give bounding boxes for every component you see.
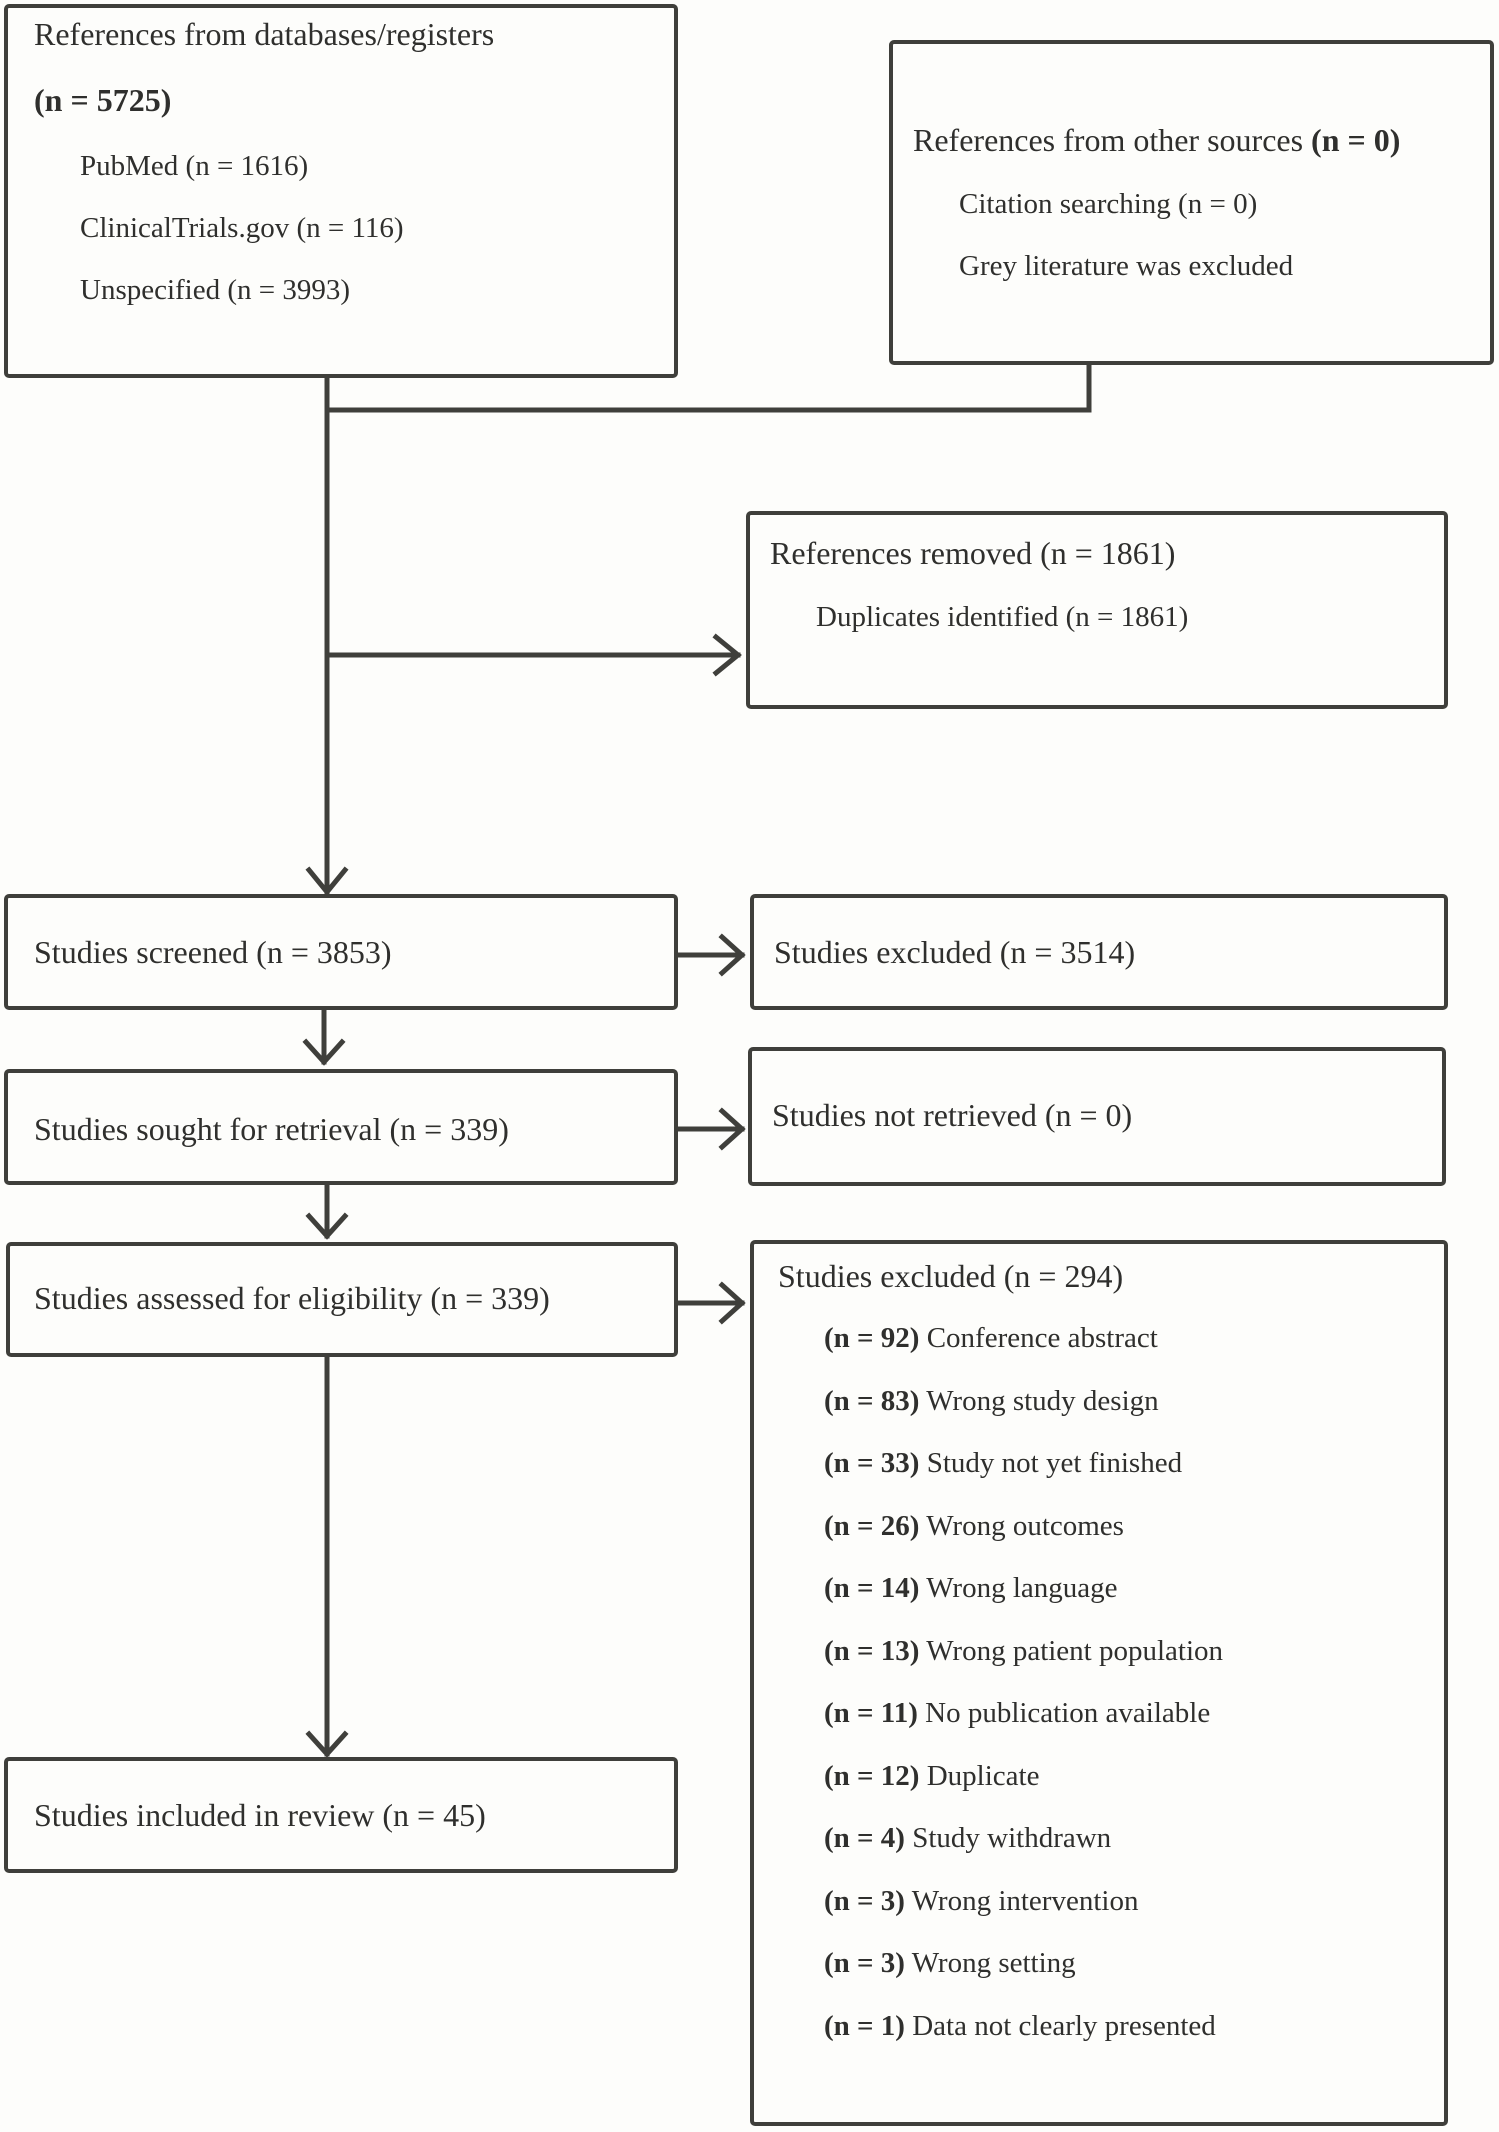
exclusion-reason: (n = 12) Duplicate (824, 1758, 1039, 1794)
exclusion-reason-text: No publication available (925, 1697, 1211, 1729)
arrowhead-assessed (305, 1212, 349, 1240)
exclusion-reason-text: Data not clearly presented (912, 2009, 1216, 2042)
exclusion-reason: (n = 3) Wrong intervention (824, 1883, 1138, 1919)
exclusion-reason-count: (n = 11) (824, 1697, 918, 1729)
exclusion-reason-text: Study not yet finished (926, 1447, 1183, 1479)
exclusion-reason-count: (n = 92) (824, 1322, 920, 1354)
exclusion-reason-count: (n = 1) (824, 2009, 905, 2042)
other-sources-count: (n = 0) (1311, 122, 1401, 158)
exclusion-reason-count: (n = 26) (824, 1509, 920, 1542)
source-pubmed: PubMed (n = 1616) (80, 150, 309, 182)
studies-included-label: Studies included in review (n = 45) (34, 1797, 486, 1833)
exclusion-reason-count: (n = 3) (824, 1884, 905, 1917)
grey-literature-note: Grey literature was excluded (959, 250, 1294, 282)
exclusion-reason-text: Duplicate (926, 1759, 1040, 1792)
studies-included-box: Studies included in review (n = 45) (4, 1757, 678, 1873)
exclusion-reason-text: Conference abstract (926, 1322, 1158, 1354)
connector-other-sources-merge (324, 362, 1092, 413)
arrowhead-included (305, 1730, 349, 1758)
citation-searching: Citation searching (n = 0) (959, 188, 1258, 220)
exclusion-reason-text: Wrong setting (911, 1947, 1076, 1979)
exclusion-reason-text: Wrong patient population (926, 1634, 1224, 1667)
exclusion-reason: (n = 4) Study withdrawn (824, 1820, 1111, 1856)
studies-assessed-label: Studies assessed for eligibility (n = 33… (34, 1280, 550, 1316)
exclusion-reason: (n = 83) Wrong study design (824, 1383, 1159, 1419)
exclusion-reason: (n = 92) Conference abstract (824, 1320, 1158, 1356)
studies-screened-label: Studies screened (n = 3853) (34, 934, 392, 970)
exclusion-reason-text: Study withdrawn (912, 1822, 1112, 1854)
exclusion-reason: (n = 13) Wrong patient population (824, 1633, 1223, 1669)
exclusion-reason-text: Wrong outcomes (926, 1509, 1124, 1542)
other-sources-box: References from other sources (n = 0) Ci… (889, 40, 1494, 365)
arrowhead-excluded-eligibility (718, 1281, 746, 1325)
studies-excluded-box: Studies excluded (n = 3514) (750, 894, 1448, 1010)
other-sources-heading: References from other sources (n = 0) (913, 122, 1400, 158)
exclusion-reason-count: (n = 14) (824, 1572, 920, 1604)
exclusion-reason-count: (n = 12) (824, 1759, 920, 1792)
exclusion-reason-count: (n = 4) (824, 1822, 905, 1854)
arrowhead-not-retrieved (718, 1107, 746, 1151)
excluded-eligibility-title: Studies excluded (n = 294) (778, 1258, 1124, 1294)
studies-sought-box: Studies sought for retrieval (n = 339) (4, 1069, 678, 1185)
exclusion-reason-count: (n = 3) (824, 1947, 905, 1979)
studies-not-retrieved-box: Studies not retrieved (n = 0) (748, 1047, 1446, 1186)
studies-not-retrieved-label: Studies not retrieved (n = 0) (772, 1097, 1133, 1133)
arrowhead-screened (305, 866, 349, 896)
source-unspecified: Unspecified (n = 3993) (80, 274, 351, 306)
exclusion-reason: (n = 33) Study not yet finished (824, 1445, 1182, 1481)
exclusion-reason: (n = 14) Wrong language (824, 1570, 1118, 1606)
exclusion-reason-text: Wrong language (926, 1572, 1118, 1604)
studies-screened-box: Studies screened (n = 3853) (4, 894, 678, 1010)
exclusion-reason: (n = 11) No publication available (824, 1695, 1210, 1731)
databases-count: (n = 5725) (34, 82, 172, 118)
duplicates-identified: Duplicates identified (n = 1861) (816, 601, 1189, 633)
studies-excluded-eligibility-box: Studies excluded (n = 294) (n = 92) Conf… (750, 1240, 1448, 2126)
arrowhead-removed (712, 633, 742, 677)
exclusion-reason-text: Wrong study design (926, 1384, 1159, 1417)
references-removed-box: References removed (n = 1861) Duplicates… (746, 511, 1448, 709)
studies-assessed-box: Studies assessed for eligibility (n = 33… (6, 1242, 678, 1357)
exclusion-reason: (n = 26) Wrong outcomes (824, 1508, 1124, 1544)
exclusion-reason-count: (n = 83) (824, 1384, 920, 1417)
references-removed-title: References removed (n = 1861) (770, 535, 1176, 571)
studies-excluded-label: Studies excluded (n = 3514) (774, 934, 1136, 970)
exclusion-reason: (n = 1) Data not clearly presented (824, 2008, 1216, 2044)
databases-box: References from databases/registers (n =… (4, 4, 678, 378)
arrowhead-sought (302, 1038, 346, 1066)
exclusion-reason: (n = 3) Wrong setting (824, 1945, 1076, 1981)
exclusion-reason-count: (n = 13) (824, 1634, 920, 1667)
arrowhead-excluded (718, 933, 746, 977)
source-clinicaltrials: ClinicalTrials.gov (n = 116) (80, 212, 404, 244)
studies-sought-label: Studies sought for retrieval (n = 339) (34, 1111, 509, 1147)
other-sources-title: References from other sources (913, 122, 1304, 158)
exclusion-reason-count: (n = 33) (824, 1447, 920, 1479)
databases-title: References from databases/registers (34, 16, 495, 52)
exclusion-reason-text: Wrong intervention (911, 1884, 1139, 1917)
